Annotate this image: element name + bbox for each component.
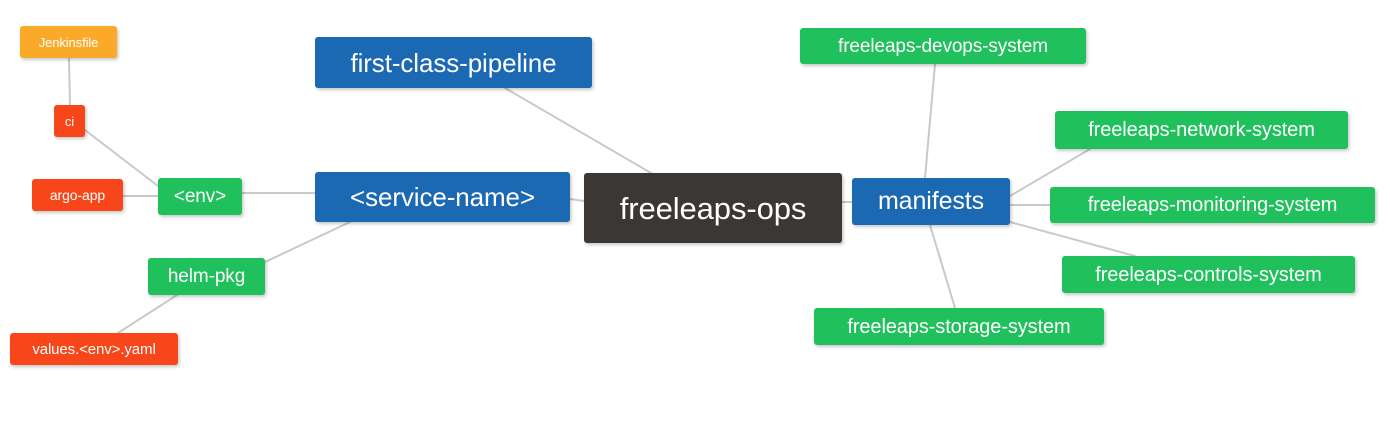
- node-argo-app[interactable]: argo-app: [32, 179, 123, 211]
- edge-jenkinsfile-to-ci: [68, 57, 71, 106]
- edge-service-name-to-helm-pkg: [264, 221, 351, 263]
- node-jenkinsfile[interactable]: Jenkinsfile: [20, 26, 117, 58]
- node-manifests[interactable]: manifests: [852, 178, 1010, 225]
- node-values-yaml[interactable]: values.<env>.yaml: [10, 333, 178, 365]
- edge-manifests-to-storage-system: [929, 224, 956, 309]
- node-devops-system[interactable]: freeleaps-devops-system: [800, 28, 1086, 64]
- node-env[interactable]: <env>: [158, 178, 242, 215]
- node-first-class-pipeline[interactable]: first-class-pipeline: [315, 37, 592, 88]
- edge-manifests-to-devops-system: [924, 63, 936, 179]
- edge-manifests-to-controls-system: [1009, 221, 1136, 257]
- node-freeleaps-ops[interactable]: freeleaps-ops: [584, 173, 842, 243]
- node-service-name[interactable]: <service-name>: [315, 172, 570, 222]
- node-monitoring-system[interactable]: freeleaps-monitoring-system: [1050, 187, 1375, 223]
- node-storage-system[interactable]: freeleaps-storage-system: [814, 308, 1104, 345]
- node-helm-pkg[interactable]: helm-pkg: [148, 258, 265, 295]
- edge-ci-to-env: [84, 129, 159, 187]
- edge-helm-pkg-to-values-yaml: [117, 294, 178, 334]
- node-network-system[interactable]: freeleaps-network-system: [1055, 111, 1348, 149]
- edge-service-name-to-freeleaps-ops: [569, 198, 585, 202]
- edge-first-class-pipeline-to-freeleaps-ops: [504, 87, 652, 174]
- node-controls-system[interactable]: freeleaps-controls-system: [1062, 256, 1355, 293]
- node-ci[interactable]: ci: [54, 105, 85, 137]
